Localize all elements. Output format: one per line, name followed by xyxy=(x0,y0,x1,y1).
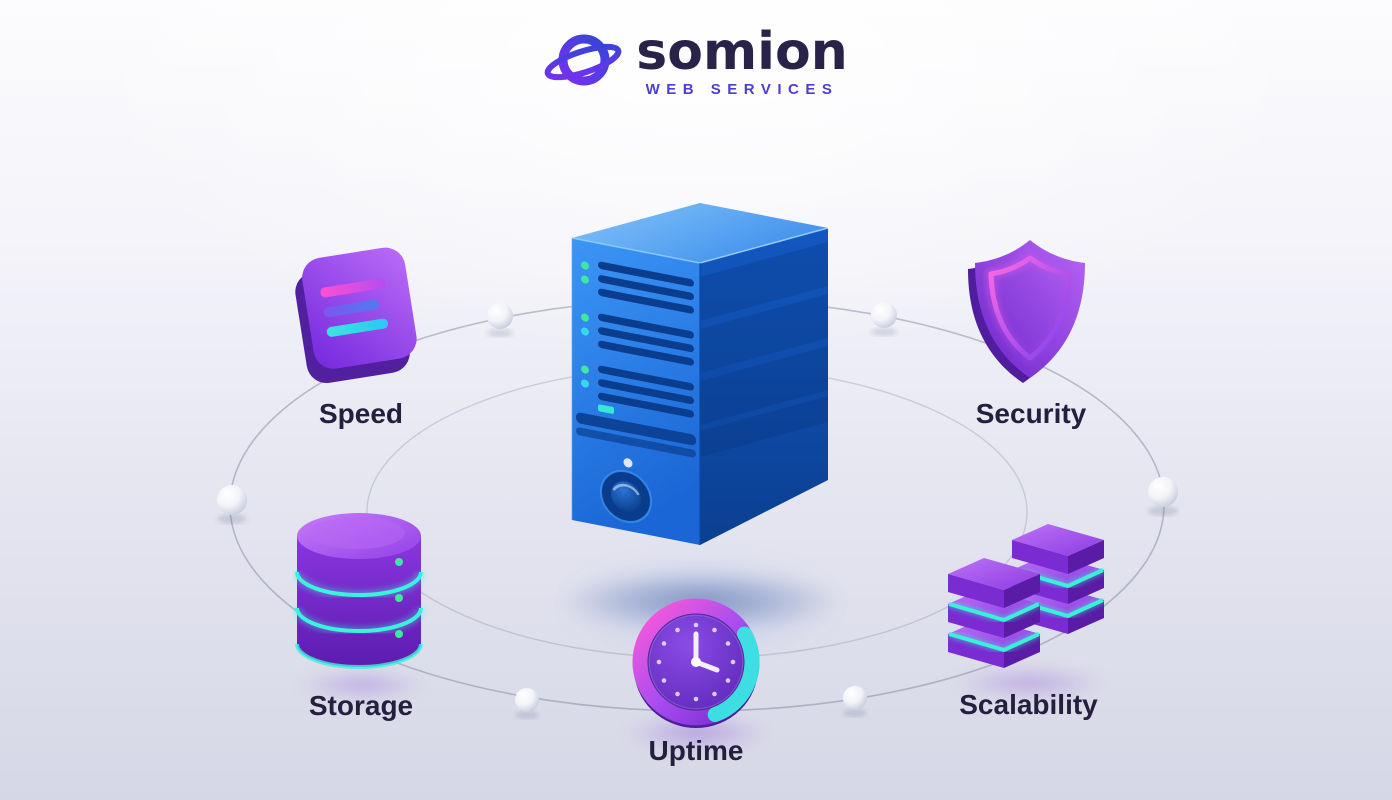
orbit-node xyxy=(871,302,897,328)
feature-label-speed: Speed xyxy=(318,398,404,429)
orbit-node xyxy=(1148,477,1178,507)
logo: somion WEB SERVICES xyxy=(0,26,1392,98)
clock-icon xyxy=(632,598,760,728)
orbit-node xyxy=(217,485,247,515)
feature-scalability: Scalability xyxy=(946,518,1111,733)
feature-label-uptime: Uptime xyxy=(648,735,744,766)
stacked-cubes-icon xyxy=(947,524,1105,668)
speed-lines-icon xyxy=(295,247,417,384)
brand-subtitle: WEB SERVICES xyxy=(645,81,839,98)
database-cylinder-icon xyxy=(293,513,426,669)
server-tower-3d-icon xyxy=(571,203,829,545)
feature-label-scalability: Scalability xyxy=(959,689,1098,720)
feature-label-storage: Storage xyxy=(308,690,414,721)
feature-label-security: Security xyxy=(975,398,1087,429)
scalability-floor-glow xyxy=(952,666,1108,700)
brand-name: somion xyxy=(636,22,848,82)
orbit-node-shadows xyxy=(217,328,1178,719)
orbit-node xyxy=(487,303,513,329)
orbit-node xyxy=(843,686,867,710)
orbit-node xyxy=(515,688,539,712)
server-front-panel xyxy=(576,261,696,523)
cube-stack-left xyxy=(947,558,1041,668)
feature-speed: Speed xyxy=(286,240,436,440)
somion-orbit-logo-icon xyxy=(544,34,622,86)
feature-uptime: Uptime xyxy=(621,592,771,787)
feature-storage: Storage xyxy=(286,506,436,731)
clock-hour-markers xyxy=(656,622,736,702)
storage-floor-glow xyxy=(296,670,428,700)
shield-icon xyxy=(968,240,1085,383)
feature-security: Security xyxy=(956,234,1106,444)
